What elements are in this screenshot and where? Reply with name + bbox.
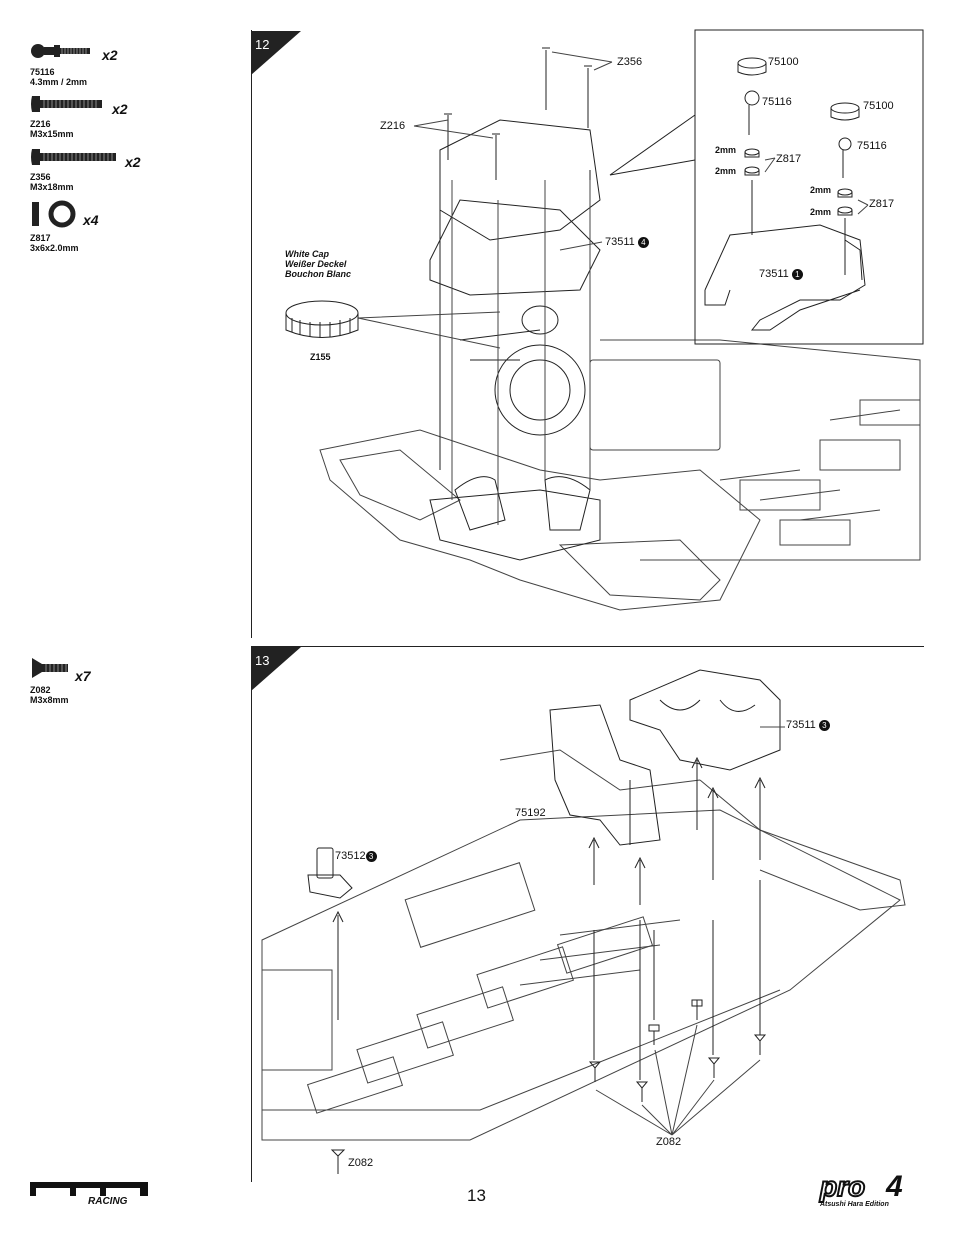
part-number-z216: Z216 (30, 119, 51, 129)
step13-bulkhead-73511 (629, 669, 781, 771)
part-spec-z817: 3x6x2.0mm (30, 243, 79, 253)
label-73511-step13: 73511 3 (786, 719, 830, 731)
inset-label-2mm-b2: 2mm (810, 207, 832, 217)
label-73511-step12: 73511 4 (605, 236, 649, 248)
inset-label-75100-a: 75100 (768, 56, 799, 68)
inset-label-75116-b: 75116 (857, 140, 887, 152)
step12-tab (251, 31, 301, 75)
inset-label-75116-a: 75116 (762, 96, 792, 108)
inset-label-2mm-a2: 2mm (715, 166, 737, 176)
part-spec-z216: M3x15mm (30, 129, 74, 139)
inset-label-73511: 73511 1 (759, 268, 803, 280)
note-fr: Bouchon Blanc (285, 269, 352, 279)
label-z082-single: Z082 (348, 1157, 374, 1169)
svg-text:4: 4 (885, 1170, 903, 1203)
inset-label-2mm-b1: 2mm (810, 185, 832, 195)
part-z356: x2 Z356 M3x18mm (30, 147, 141, 192)
part-z216: x2 Z216 M3x15mm (30, 94, 128, 139)
step13-leaders (595, 726, 785, 1136)
svg-text:RACING: RACING (88, 1196, 128, 1206)
qty-z082: x7 (75, 668, 91, 684)
pro4-logo: pro 4 Atsushi Hara Edition (818, 1168, 928, 1208)
part-75116: x2 75116 4.3mm / 2mm (30, 40, 118, 87)
step12-leaders (357, 51, 613, 349)
label-75192: 75192 (515, 807, 546, 819)
note-de: Weißer Deckel (285, 259, 347, 269)
part-z817: x4 Z817 3x6x2.0mm (30, 200, 99, 253)
sequence-marker: 3 (365, 851, 377, 862)
label-z155: Z155 (310, 352, 331, 362)
step13-tab (251, 647, 301, 691)
part-number-z817: Z817 (30, 233, 51, 243)
step13-chassis-plate (261, 749, 906, 1141)
step12-bulkhead (429, 119, 601, 561)
label-z082-group: Z082 (656, 1136, 682, 1148)
step12-arrows (451, 180, 591, 525)
page-number: 13 (467, 1186, 486, 1205)
part-spec-z082: M3x8mm (30, 695, 69, 705)
flat-head-screw-icon (32, 658, 68, 678)
step12-divider (251, 30, 252, 638)
label-z216: Z216 (380, 120, 406, 132)
step13-servo-mount-73512 (307, 847, 353, 899)
step12-chassis (319, 339, 921, 611)
step13-top-rule (251, 646, 924, 647)
inset-callout (609, 114, 696, 176)
qty-z216: x2 (112, 101, 128, 117)
inset-box (694, 29, 924, 345)
qty-75116: x2 (102, 47, 118, 63)
part-number-75116: 75116 (30, 67, 55, 77)
hpi-racing-logo: RACING (30, 1180, 160, 1207)
sequence-marker: 4 (637, 237, 649, 248)
inset-label-z817-b: Z817 (869, 198, 895, 210)
part-spec-z356: M3x18mm (30, 182, 74, 192)
svg-text:Atsushi Hara Edition: Atsushi Hara Edition (819, 1201, 889, 1208)
washer-icon (32, 200, 76, 228)
note-en: White Cap (285, 249, 329, 259)
inset-label-75100-b: 75100 (863, 100, 894, 112)
inset-parts (704, 57, 866, 331)
white-cap-note: White Cap Weißer Deckel Bouchon Blanc (285, 249, 351, 279)
part-number-z082: Z082 (30, 685, 51, 695)
step12-screws (444, 47, 592, 180)
step13-number: 13 (255, 653, 270, 668)
inset-leaders (764, 157, 869, 215)
step13-screws (330, 999, 767, 1174)
svg-text:pro: pro (819, 1171, 865, 1202)
cap-screw-icon (31, 96, 102, 112)
white-cap-z155 (285, 300, 359, 338)
part-z082: x7 Z082 M3x8mm (30, 656, 91, 705)
inset-label-2mm-a1: 2mm (715, 145, 737, 155)
step13-bulkhead-75192 (549, 704, 661, 846)
sequence-marker: 3 (818, 720, 830, 731)
inset-label-z817-a: Z817 (776, 153, 802, 165)
sequence-marker: 1 (791, 269, 803, 280)
step12-number: 12 (255, 37, 270, 52)
cap-screw-icon (31, 149, 116, 165)
part-spec-75116: 4.3mm / 2mm (30, 77, 88, 87)
label-z356: Z356 (617, 56, 643, 68)
qty-z356: x2 (125, 154, 141, 170)
step13-divider (251, 646, 252, 1182)
part-number-z356: Z356 (30, 172, 51, 182)
qty-z817: x4 (83, 212, 99, 228)
ball-stud-icon (31, 44, 90, 58)
